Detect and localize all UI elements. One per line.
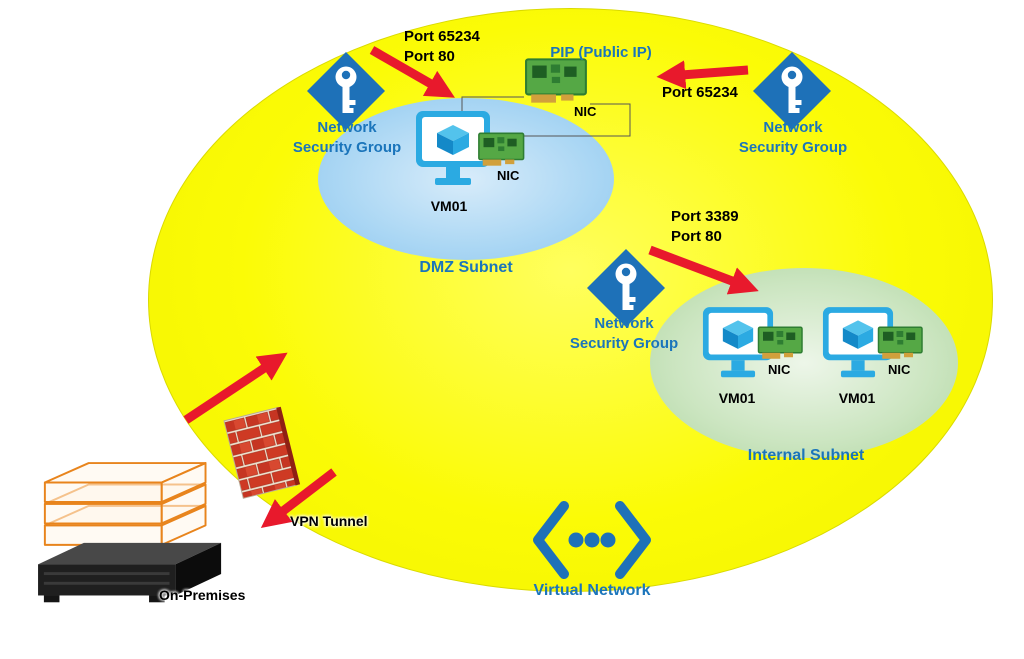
dmz-vm-nic-label: NIC	[497, 168, 520, 183]
dmz-inbound-ports-label: Port 65234 Port 80	[404, 27, 480, 67]
pip-inbound-port-label: Port 65234	[662, 84, 738, 101]
internal-inbound-ports-label: Port 3389 Port 80	[671, 207, 739, 247]
nsg-label-line-2: Security Group	[738, 139, 848, 156]
nsg-dmz-label: Network Security Group	[293, 118, 401, 158]
port-line-2: Port 80	[671, 228, 722, 245]
internal-subnet-label: Internal Subnet	[747, 447, 865, 464]
pip-label: PIP (Public IP)	[550, 44, 652, 61]
port-line-2: Port 80	[404, 48, 455, 65]
internal-vm2-label: VM01	[838, 390, 876, 406]
internal-subnet-ellipse	[650, 268, 958, 458]
internal-vm1-nic-label: NIC	[768, 362, 791, 377]
port-line-1: Port 65234	[404, 28, 480, 45]
internal-vm2-nic-icon	[877, 325, 925, 361]
pip-nic-label: NIC	[574, 104, 597, 119]
on-premises-server-icon	[30, 428, 235, 613]
nsg-internal-label: Network Security Group	[570, 314, 678, 354]
internal-vm1-nic-icon	[757, 325, 805, 361]
dmz-subnet-label: DMZ Subnet	[419, 259, 513, 276]
on-premises-label: On-Premises	[159, 587, 246, 603]
dmz-vm-label: VM01	[430, 198, 468, 214]
port-line-1: Port 3389	[671, 208, 739, 225]
dmz-vm-nic-icon	[477, 131, 527, 168]
nsg-label-line-2: Security Group	[569, 335, 679, 352]
nsg-label-line-2: Security Group	[292, 139, 402, 156]
internal-vm1-label: VM01	[718, 390, 756, 406]
virtual-network-label: Virtual Network	[533, 582, 651, 599]
nsg-label-line-1: Network	[317, 119, 377, 136]
internal-vm2-nic-label: NIC	[888, 362, 911, 377]
vpn-tunnel-label: VPN Tunnel	[290, 513, 368, 529]
virtual-network-icon	[524, 498, 660, 582]
nsg-label-line-1: Network	[594, 315, 654, 332]
nsg-label-line-1: Network	[763, 119, 823, 136]
nsg-pip-label: Network Security Group	[739, 118, 847, 158]
pip-nic-card-icon	[524, 56, 590, 106]
